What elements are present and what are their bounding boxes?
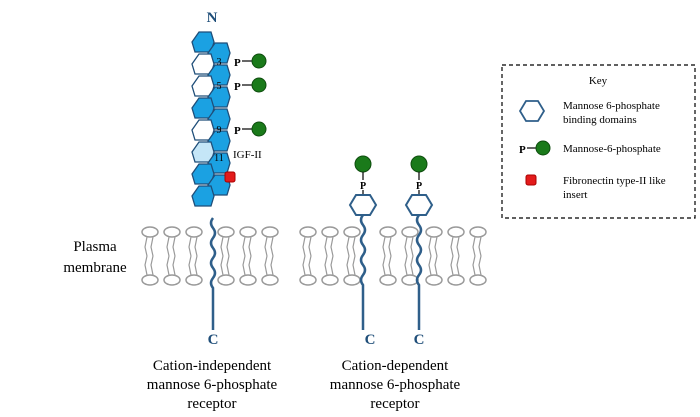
ci-receptor-domain-stack <box>191 31 231 207</box>
key-item-mannose-6-phosphate: P Mannose-6-phosphate <box>519 140 661 156</box>
cd-receptor-right: P C <box>404 155 434 348</box>
lipid-head <box>163 226 181 238</box>
plasma-membrane-bilayer <box>141 226 487 286</box>
cd-receptor-title-line3: receptor <box>370 396 419 412</box>
ci-receptor-title-line1: Cation-independent <box>153 358 272 374</box>
phosphate-label: P <box>416 181 422 192</box>
lipid-head <box>425 226 443 238</box>
lipid-head <box>401 274 419 286</box>
cd-receptor-title-line2: mannose 6-phosphate <box>330 377 461 393</box>
lipid-head <box>141 274 159 286</box>
cd-receptor-title-line1: Cation-dependent <box>342 358 449 374</box>
cd-receptor-left: P C <box>348 155 378 348</box>
phosphate-label: P <box>360 181 366 192</box>
hexagon-outline-icon <box>348 194 378 216</box>
lipid-head <box>141 226 159 238</box>
hexagon-outline-icon <box>404 194 434 216</box>
domain-number-9: 9 <box>217 125 222 136</box>
phosphate-label: P <box>519 144 526 156</box>
ci-receptor-transmembrane-stalk <box>209 217 217 330</box>
ci-c-terminus-label: C <box>208 332 219 348</box>
phosphate-label: P <box>234 81 241 93</box>
lipid-head <box>299 226 317 238</box>
key-item-label-line1: Mannose 6-phosphate <box>563 100 660 112</box>
phosphate-green-circle-icon <box>251 77 267 93</box>
ci-receptor-title-line2: mannose 6-phosphate <box>147 377 278 393</box>
fibronectin-insert-red-square-icon <box>224 171 236 183</box>
ci-phosphate-5: P <box>234 77 267 93</box>
key-box: Key Mannose 6-phosphate binding domains … <box>501 64 696 219</box>
phosphate-label: P <box>234 57 241 69</box>
key-item-label-line2: binding domains <box>563 114 637 126</box>
phosphate-green-circle-icon <box>354 155 372 173</box>
lipid-head <box>379 226 397 238</box>
lipid-head <box>447 226 465 238</box>
lipid-head <box>261 226 279 238</box>
domain-number-11: 11 <box>214 153 224 164</box>
ci-domain-hexagon <box>207 130 231 152</box>
lipid-head <box>321 274 339 286</box>
ci-n-terminus-label: N <box>207 10 218 26</box>
key-item-label-line1: Fibronectin type-II like <box>563 175 666 187</box>
lipid-head <box>163 274 181 286</box>
ci-domain-hexagon <box>207 42 231 64</box>
phosphate-label: P <box>234 125 241 137</box>
phosphate-green-circle-icon <box>535 140 551 156</box>
phosphate-green-circle-icon <box>410 155 428 173</box>
ci-domain-hexagon <box>207 86 231 108</box>
cd-c-terminus-label: C <box>365 332 376 348</box>
lipid-head <box>239 274 257 286</box>
ci-domain-hexagon <box>191 185 215 207</box>
key-item-fibronectin: Fibronectin type-II like insert <box>525 174 666 201</box>
lipid-head <box>447 274 465 286</box>
lipid-head <box>299 274 317 286</box>
phosphate-green-circle-icon <box>251 121 267 137</box>
ci-domain-hexagon <box>207 108 231 130</box>
lipid-head <box>185 226 203 238</box>
lipid-head <box>321 226 339 238</box>
plasma-membrane-label-line2: membrane <box>63 260 127 276</box>
ci-phosphate-3: P <box>234 53 267 69</box>
lipid-head <box>379 274 397 286</box>
lipid-head <box>469 274 487 286</box>
hexagon-outline-icon <box>518 100 546 122</box>
lipid-head <box>343 226 361 238</box>
phosphate-green-circle-icon <box>251 53 267 69</box>
cd-c-terminus-label-2: C <box>414 332 425 348</box>
lipid-head <box>185 274 203 286</box>
key-item-label-line2: insert <box>563 189 587 201</box>
ci-domain-hexagon <box>207 64 231 86</box>
lipid-head <box>261 274 279 286</box>
lipid-head <box>217 274 235 286</box>
red-square-icon <box>525 174 537 186</box>
lipid-head <box>469 226 487 238</box>
key-item-label-line1: Mannose-6-phosphate <box>563 143 661 155</box>
lipid-head <box>239 226 257 238</box>
lipid-head <box>425 274 443 286</box>
domain-number-5: 5 <box>217 81 222 92</box>
key-title: Key <box>589 75 608 87</box>
plasma-membrane-label-line1: Plasma <box>73 239 117 255</box>
ci-phosphate-9: P <box>234 121 267 137</box>
ci-receptor-title-line3: receptor <box>187 396 236 412</box>
lipid-head <box>217 226 235 238</box>
domain-number-3: 3 <box>217 57 222 68</box>
igf-ii-label: IGF-II <box>233 149 262 161</box>
lipid-head <box>401 226 419 238</box>
lipid-head <box>343 274 361 286</box>
key-item-binding-domains: Mannose 6-phosphate binding domains <box>518 100 660 126</box>
